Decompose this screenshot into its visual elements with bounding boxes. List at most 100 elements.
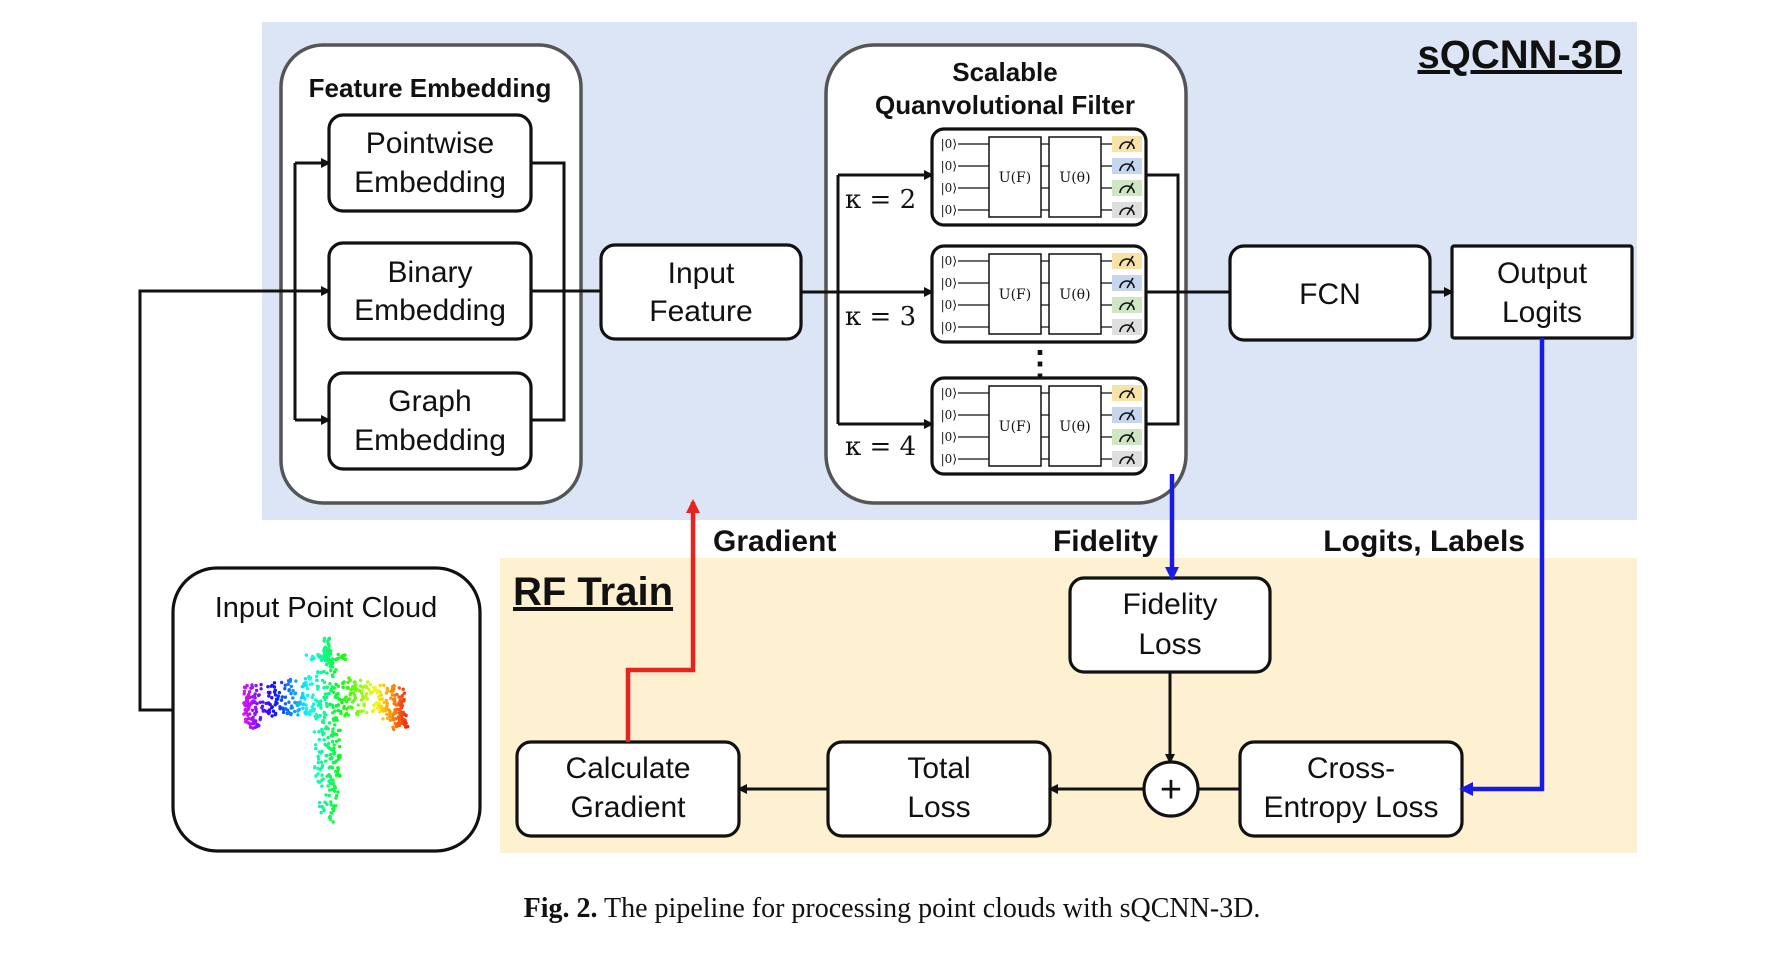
point [277,690,282,695]
point [347,705,351,709]
point [385,704,389,708]
input-point-cloud-box [171,566,482,853]
kappa-2-label: κ = 2 [845,185,916,215]
point [344,699,349,704]
point [317,737,321,742]
point [365,697,369,701]
cross-entropy-label-2: Entropy Loss [1263,791,1438,824]
point [312,730,316,734]
point [301,706,305,710]
ket-zero: |0⟩ [941,254,957,268]
measurement-highlight [1112,253,1142,269]
gate-utheta-label: U(θ) [1059,419,1090,435]
point [291,696,295,700]
point [301,692,305,697]
point [332,747,336,751]
point [346,713,351,717]
point [328,752,333,757]
sqf-title-1: Scalable [952,57,1058,87]
point [334,759,339,763]
point [322,720,326,725]
point [373,688,377,693]
point [334,703,339,708]
point [331,690,336,694]
point [312,656,316,660]
point [315,678,319,682]
measurement-highlight [1112,385,1142,401]
point [247,721,251,725]
point [397,716,402,720]
point [286,682,290,686]
pointwise-label-2: Embedding [354,166,506,199]
point [356,703,360,707]
point [313,765,317,770]
point [316,772,320,776]
point [389,689,394,693]
point [287,700,291,704]
point [324,759,328,763]
point [392,711,397,715]
point [308,682,312,686]
point [342,704,346,709]
point [259,687,263,691]
point [364,685,369,689]
point [271,709,276,713]
gate-uf [988,253,1042,335]
graph-label-2: Embedding [354,424,506,457]
point [384,698,388,703]
gate-utheta [1048,253,1102,335]
point [384,707,389,712]
quantum-circuits: |0⟩|0⟩|0⟩|0⟩U(F)U(θ)|0⟩|0⟩|0⟩|0⟩U(F)U(θ)… [930,127,1148,476]
point [333,695,337,699]
point [388,718,393,722]
point [291,689,295,693]
point [327,788,332,792]
point [289,684,293,689]
point [250,701,254,705]
measurement-highlight [1112,275,1142,291]
point [382,683,386,687]
point [304,706,309,711]
point [406,724,410,729]
kappa-4-label: κ = 4 [845,432,916,462]
point [337,744,342,749]
point [388,710,392,714]
measurement-highlight [1112,451,1142,467]
point [244,720,248,724]
point [326,784,330,788]
ket-zero: |0⟩ [941,320,957,334]
gate-uf [988,136,1042,218]
point [260,704,265,708]
point [368,691,373,695]
ket-zero: |0⟩ [941,137,957,151]
point [261,700,265,704]
point [331,820,335,824]
point [313,743,318,747]
point [250,683,254,687]
point [385,686,389,691]
loss-wires [737,672,1240,794]
point [280,695,284,699]
point [381,717,385,721]
point [296,708,300,713]
measurement-highlight [1112,319,1142,335]
point [366,680,370,684]
point [322,636,327,641]
point [314,774,318,778]
point [254,688,259,693]
point [313,714,317,718]
fidelity-loss-label-1: Fidelity [1122,588,1217,621]
point [321,678,325,683]
point [317,750,321,754]
point [326,735,330,740]
point [330,673,335,677]
ket-zero: |0⟩ [941,298,957,312]
point [358,709,363,713]
gate-uf [988,385,1042,467]
point [329,803,333,807]
ket-zero: |0⟩ [941,159,957,173]
point [314,746,318,751]
input-feature-label-2: Feature [649,295,752,328]
point [274,711,278,716]
point [258,716,263,720]
